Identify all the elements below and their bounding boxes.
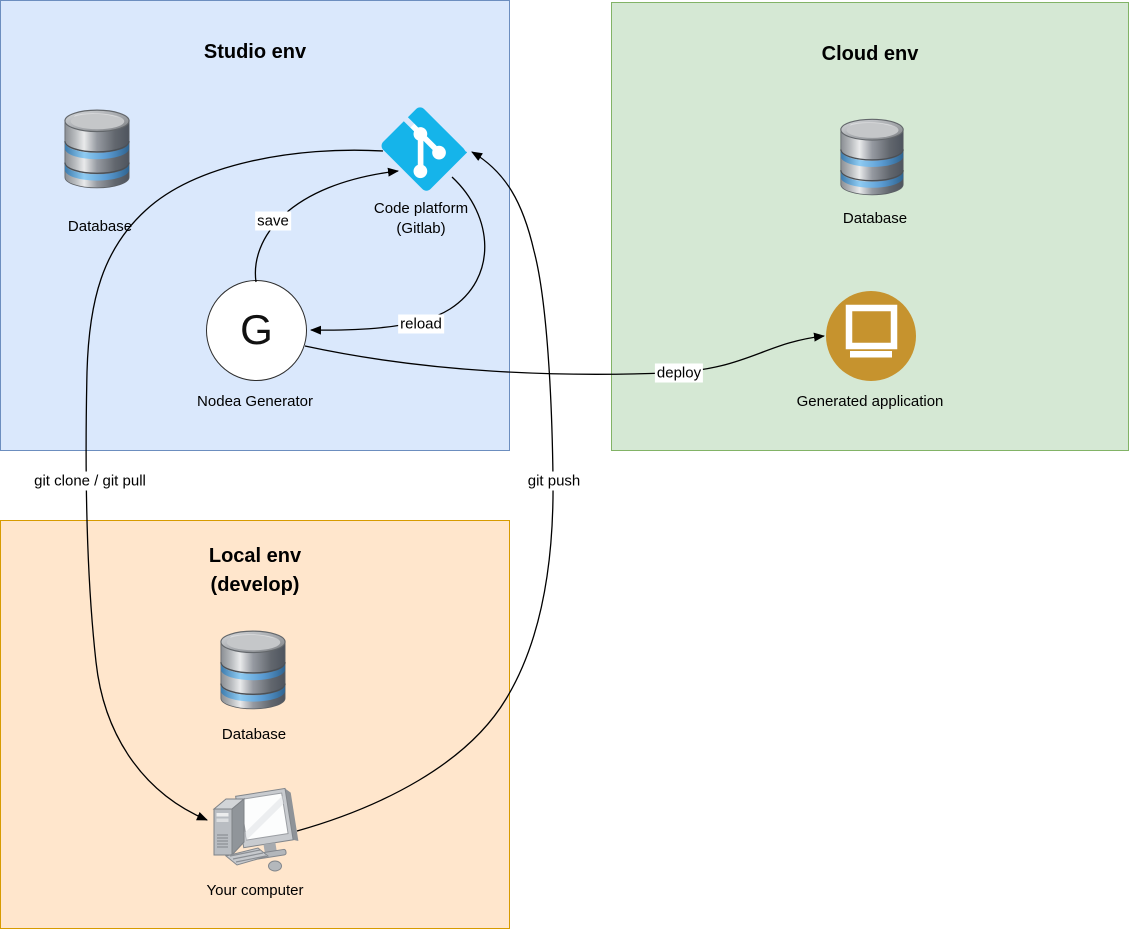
local-env-title-line2: (develop) — [210, 574, 300, 596]
studio-database-label: Database — [67, 218, 133, 235]
git-clone-pull-edge-label: git clone / git pull — [32, 471, 148, 491]
cloud-database-label: Database — [842, 210, 908, 227]
database-icon — [220, 630, 286, 710]
local-env-title: Local env (develop) — [1, 542, 509, 600]
app-monitor-icon — [826, 291, 916, 381]
database-icon — [64, 109, 130, 189]
code-platform-label: Code platform (Gitlab) — [341, 199, 501, 239]
local-env-title-line1: Local env — [208, 545, 302, 567]
studio-env-title: Studio env — [203, 41, 307, 63]
cloud-env-title: Cloud env — [821, 43, 919, 65]
git-icon — [381, 107, 467, 191]
your-computer-label: Your computer — [206, 882, 304, 899]
desktop-computer-icon — [212, 787, 299, 872]
deploy-edge-label: deploy — [654, 363, 704, 383]
save-edge-label: save — [255, 211, 291, 231]
generated-application-label: Generated application — [796, 393, 944, 410]
code-platform-label-line1: Code platform — [373, 200, 469, 217]
nodea-generator-node: G — [206, 280, 307, 381]
git-push-edge-label: git push — [525, 471, 583, 491]
nodea-generator-label: Nodea Generator — [197, 393, 313, 410]
local-database-label: Database — [221, 726, 287, 743]
database-icon — [840, 118, 904, 196]
reload-edge-label: reload — [398, 314, 444, 334]
code-platform-label-line2: (Gitlab) — [396, 220, 446, 237]
generator-letter: G — [240, 305, 273, 353]
